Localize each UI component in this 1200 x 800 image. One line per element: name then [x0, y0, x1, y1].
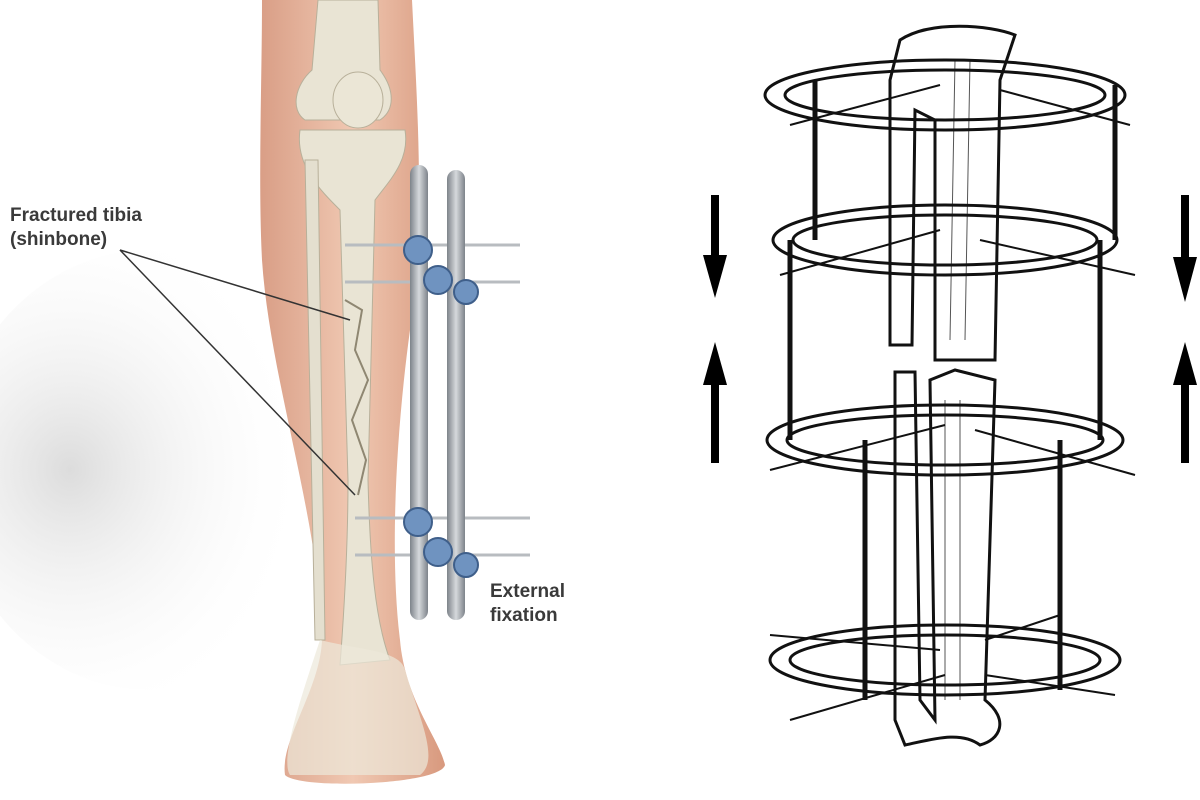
fractured-tibia-label: Fractured tibia (shinbone) [10, 204, 142, 252]
leg-illustration [0, 0, 530, 784]
external-fixation-label: External fixation [490, 580, 565, 628]
arrow-up-icon [1173, 342, 1197, 463]
compression-arrows [703, 195, 1197, 463]
clamp-upper [403, 235, 479, 305]
ring-fixator-illustration [763, 24, 1136, 747]
fracture-lines [344, 299, 370, 496]
arrow-up-icon [703, 342, 727, 463]
patella [332, 71, 384, 129]
arrow-down-icon [1173, 195, 1197, 302]
fracture-label-line1: Fractured tibia [10, 205, 142, 226]
tension-wires [769, 84, 1136, 721]
leg-shadow [0, 250, 350, 690]
fixation-label-line2: fixation [490, 605, 558, 626]
arrow-down-icon [703, 195, 727, 298]
pointer-lines [119, 249, 356, 496]
fibula-bone [304, 159, 326, 641]
fracture-label-line2: (shinbone) [10, 229, 108, 250]
fixator-rings [763, 58, 1127, 697]
fixation-label-line1: External [490, 581, 565, 602]
foot [287, 640, 429, 775]
bone-hatching [944, 59, 971, 700]
lower-bone [893, 368, 1002, 747]
threaded-rods [787, 80, 1118, 700]
clamp-lower [403, 507, 479, 578]
